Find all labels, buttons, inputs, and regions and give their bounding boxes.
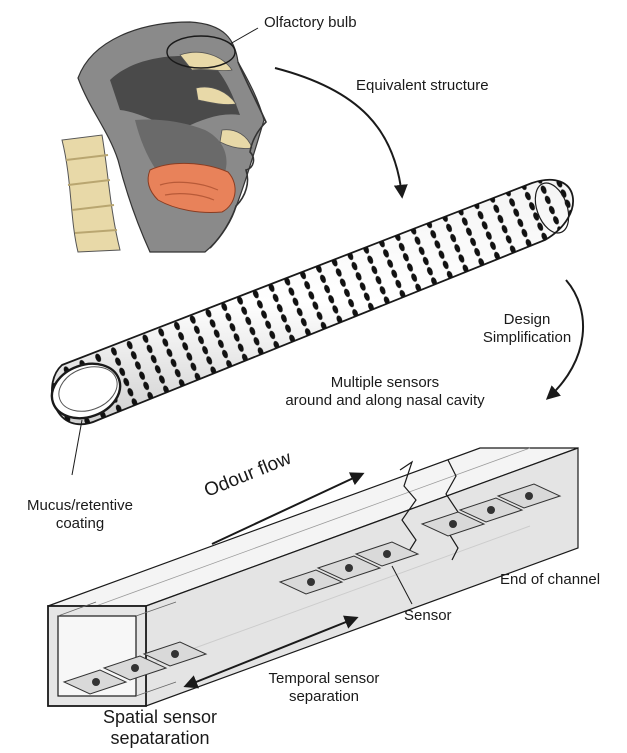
mucus-coating-label: Mucus/retentive coating — [8, 497, 152, 533]
design-simplification-line-2: Simplification — [462, 329, 592, 347]
mucus-leader-line — [72, 420, 82, 475]
multiple-sensors-line-2: around and along nasal cavity — [255, 392, 515, 410]
nasal-anatomy-illustration — [62, 22, 266, 252]
design-simplification-line-1: Design — [462, 311, 592, 329]
mucus-coating-line-1: Mucus/retentive — [8, 497, 152, 515]
spatial-separation-label: Spatial sensor sepataration — [70, 707, 250, 749]
temporal-separation-line-2: separation — [244, 688, 404, 706]
spatial-separation-line-1: Spatial sensor — [70, 707, 250, 728]
sensor-channel-illustration — [48, 448, 578, 706]
temporal-separation-label: Temporal sensor separation — [244, 670, 404, 706]
temporal-separation-line-1: Temporal sensor — [244, 670, 404, 688]
spatial-separation-line-2: sepataration — [70, 728, 250, 749]
mucus-coating-line-2: coating — [8, 515, 152, 533]
multiple-sensors-line-1: Multiple sensors — [255, 374, 515, 392]
equivalent-structure-label: Equivalent structure — [356, 77, 489, 95]
olfactory-bulb-label: Olfactory bulb — [264, 14, 357, 32]
sensor-label: Sensor — [404, 607, 452, 625]
design-simplification-label: Design Simplification — [462, 311, 592, 347]
multiple-sensors-label: Multiple sensors around and along nasal … — [255, 374, 515, 410]
end-of-channel-label: End of channel — [500, 571, 600, 589]
